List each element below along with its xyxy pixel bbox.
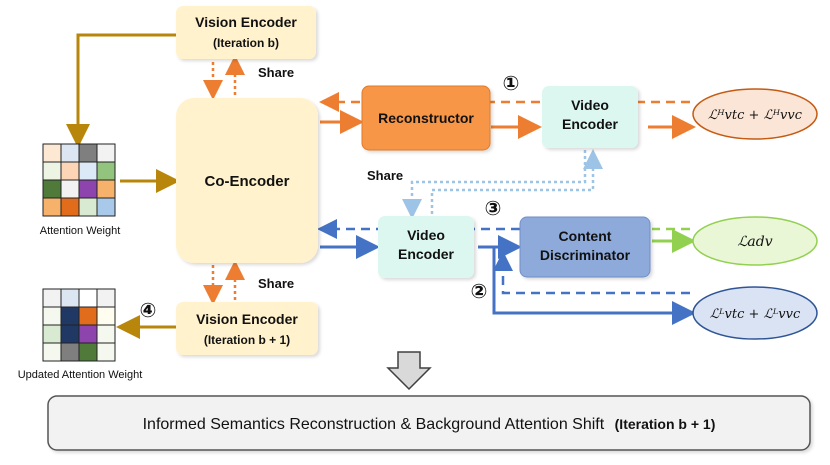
step-2-marker: ② bbox=[471, 279, 488, 303]
share-dotted-light-blue-2 bbox=[430, 149, 603, 214]
reconstructor-title: Reconstructor bbox=[378, 110, 474, 126]
grid-cell bbox=[60, 161, 80, 181]
grid-cell bbox=[60, 179, 80, 199]
grid-cell bbox=[42, 342, 62, 362]
grid-cell bbox=[96, 197, 116, 217]
grid-cell bbox=[78, 288, 98, 308]
grid-cell bbox=[42, 288, 62, 308]
grid-cell bbox=[78, 197, 98, 217]
grid-cell bbox=[60, 342, 80, 362]
loss-adv-label: ℒadv bbox=[737, 234, 772, 250]
video-encoder-top-title: Video Encoder bbox=[561, 97, 618, 132]
grid-cell bbox=[42, 161, 62, 181]
dashed-backward-blue-bottom bbox=[493, 251, 690, 295]
share-label-middle: Share bbox=[367, 168, 403, 183]
content-discriminator-title: Content Discriminator bbox=[539, 228, 631, 263]
grid-cell bbox=[78, 179, 98, 199]
loss-high: ℒᴴvtc + ℒᴴvvc bbox=[692, 88, 818, 140]
loss-high-label: ℒᴴvtc + ℒᴴvvc bbox=[708, 108, 803, 123]
vision-encoder-bottom: Vision Encoder (Iteration b + 1) bbox=[176, 302, 318, 355]
updated-attention-weight-label: Updated Attention Weight bbox=[18, 369, 143, 381]
grid-cell bbox=[78, 143, 98, 163]
grid-cell bbox=[60, 306, 80, 326]
grid-cell bbox=[96, 324, 116, 344]
step-1-marker: ① bbox=[503, 71, 520, 95]
video-encoder-bottom: Video Encoder bbox=[378, 216, 474, 278]
video-encoder-top: Video Encoder bbox=[542, 86, 638, 148]
share-label-top: Share bbox=[258, 65, 294, 80]
grid-cell bbox=[60, 197, 80, 217]
reconstructor: Reconstructor bbox=[361, 85, 491, 151]
share-label-bottom: Share bbox=[258, 276, 294, 291]
grid-cell bbox=[96, 179, 116, 199]
step-3-marker: ③ bbox=[485, 196, 502, 220]
grid-cell bbox=[60, 324, 80, 344]
grid-cell bbox=[60, 143, 80, 163]
grid-cell bbox=[78, 342, 98, 362]
grid-cell bbox=[96, 288, 116, 308]
summary-banner: Informed Semantics Reconstruction & Back… bbox=[47, 395, 811, 451]
grid-cell bbox=[78, 161, 98, 181]
video-encoder-bottom-title: Video Encoder bbox=[397, 227, 454, 262]
vision-encoder-bottom-subtitle: (Iteration b + 1) bbox=[204, 333, 290, 347]
banner-text: Informed Semantics Reconstruction & Back… bbox=[143, 416, 605, 433]
content-discriminator: Content Discriminator bbox=[519, 216, 651, 278]
step-4-marker: ④ bbox=[140, 298, 157, 322]
vision-encoder-top: Vision Encoder (Iteration b) bbox=[176, 6, 316, 59]
grid-cell bbox=[60, 288, 80, 308]
attention-weight-label: Attention Weight bbox=[40, 225, 121, 237]
co-encoder-title: Co-Encoder bbox=[204, 173, 289, 190]
grid-cell bbox=[42, 179, 62, 199]
banner-iteration: (Iteration b + 1) bbox=[615, 416, 716, 432]
loss-adv: ℒadv bbox=[692, 216, 818, 266]
co-encoder: Co-Encoder bbox=[176, 98, 318, 263]
loss-low-label: ℒᴸvtc + ℒᴸvvc bbox=[710, 307, 801, 322]
loss-low: ℒᴸvtc + ℒᴸvvc bbox=[692, 286, 818, 340]
grid-cell bbox=[96, 143, 116, 163]
grid-cell bbox=[42, 306, 62, 326]
grid-cell bbox=[42, 324, 62, 344]
grid-cell bbox=[78, 324, 98, 344]
vision-encoder-top-title: Vision Encoder bbox=[195, 14, 297, 30]
grid-cell bbox=[78, 306, 98, 326]
grid-cell bbox=[42, 197, 62, 217]
arrow-vision-to-attention bbox=[66, 33, 176, 148]
grid-cell bbox=[96, 306, 116, 326]
vision-encoder-top-subtitle: (Iteration b) bbox=[213, 36, 279, 50]
svg-text:Informed Semantics Reconstruct: Informed Semantics Reconstruction & Back… bbox=[143, 416, 716, 433]
updated-attention-weight-grid bbox=[42, 288, 116, 362]
vision-encoder-bottom-title: Vision Encoder bbox=[196, 311, 298, 327]
grid-cell bbox=[96, 342, 116, 362]
grid-cell bbox=[42, 143, 62, 163]
grid-cell bbox=[96, 161, 116, 181]
down-arrow bbox=[386, 351, 432, 391]
attention-weight-grid bbox=[42, 143, 116, 217]
